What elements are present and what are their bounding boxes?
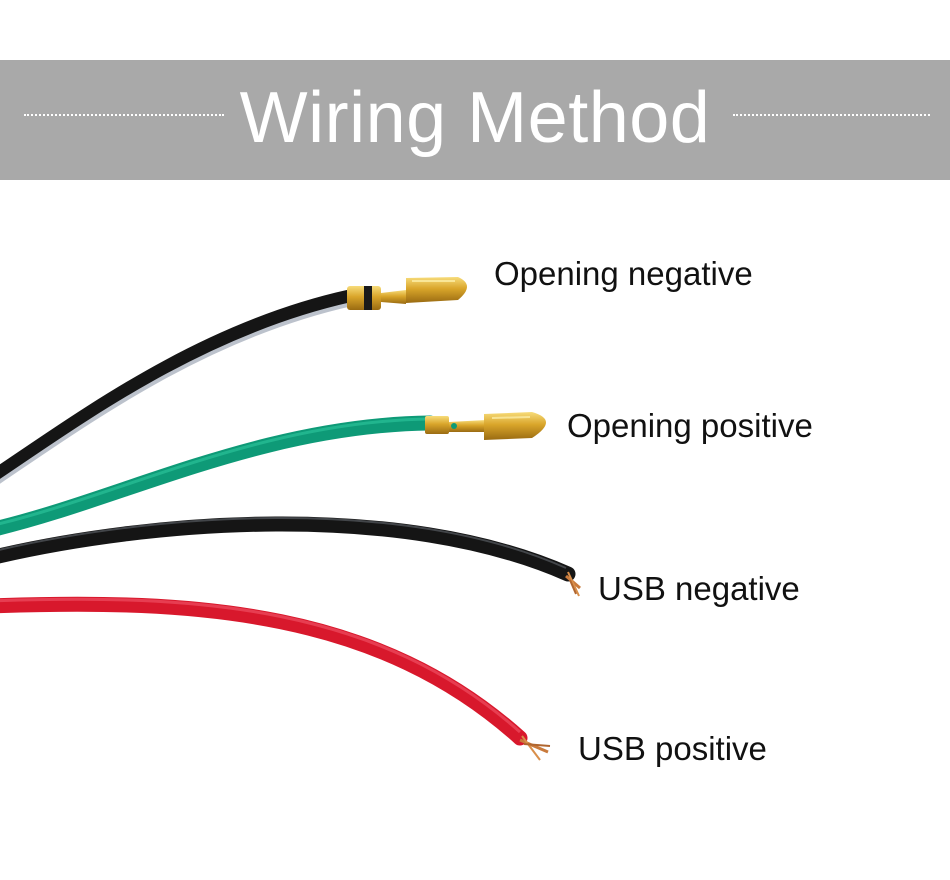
page-title: Wiring Method [239, 78, 711, 158]
copper-strands-icon [565, 571, 581, 597]
wire-opening-positive [0, 412, 546, 536]
gold-connector-icon [425, 412, 546, 440]
label-opening-negative: Opening negative [494, 255, 753, 292]
wire-usb-negative [0, 516, 581, 597]
wires-photo [0, 277, 581, 761]
gold-connector-icon [347, 277, 467, 310]
label-usb-positive: USB positive [578, 730, 767, 767]
wire-opening-negative [0, 277, 467, 484]
right-dotted-rule [733, 114, 930, 116]
left-dotted-rule [24, 114, 224, 116]
label-usb-negative: USB negative [598, 570, 800, 607]
copper-strands-icon [519, 735, 551, 761]
wire-usb-positive [0, 596, 551, 761]
label-opening-positive: Opening positive [567, 407, 813, 444]
title-banner: Wiring Method [0, 60, 950, 180]
